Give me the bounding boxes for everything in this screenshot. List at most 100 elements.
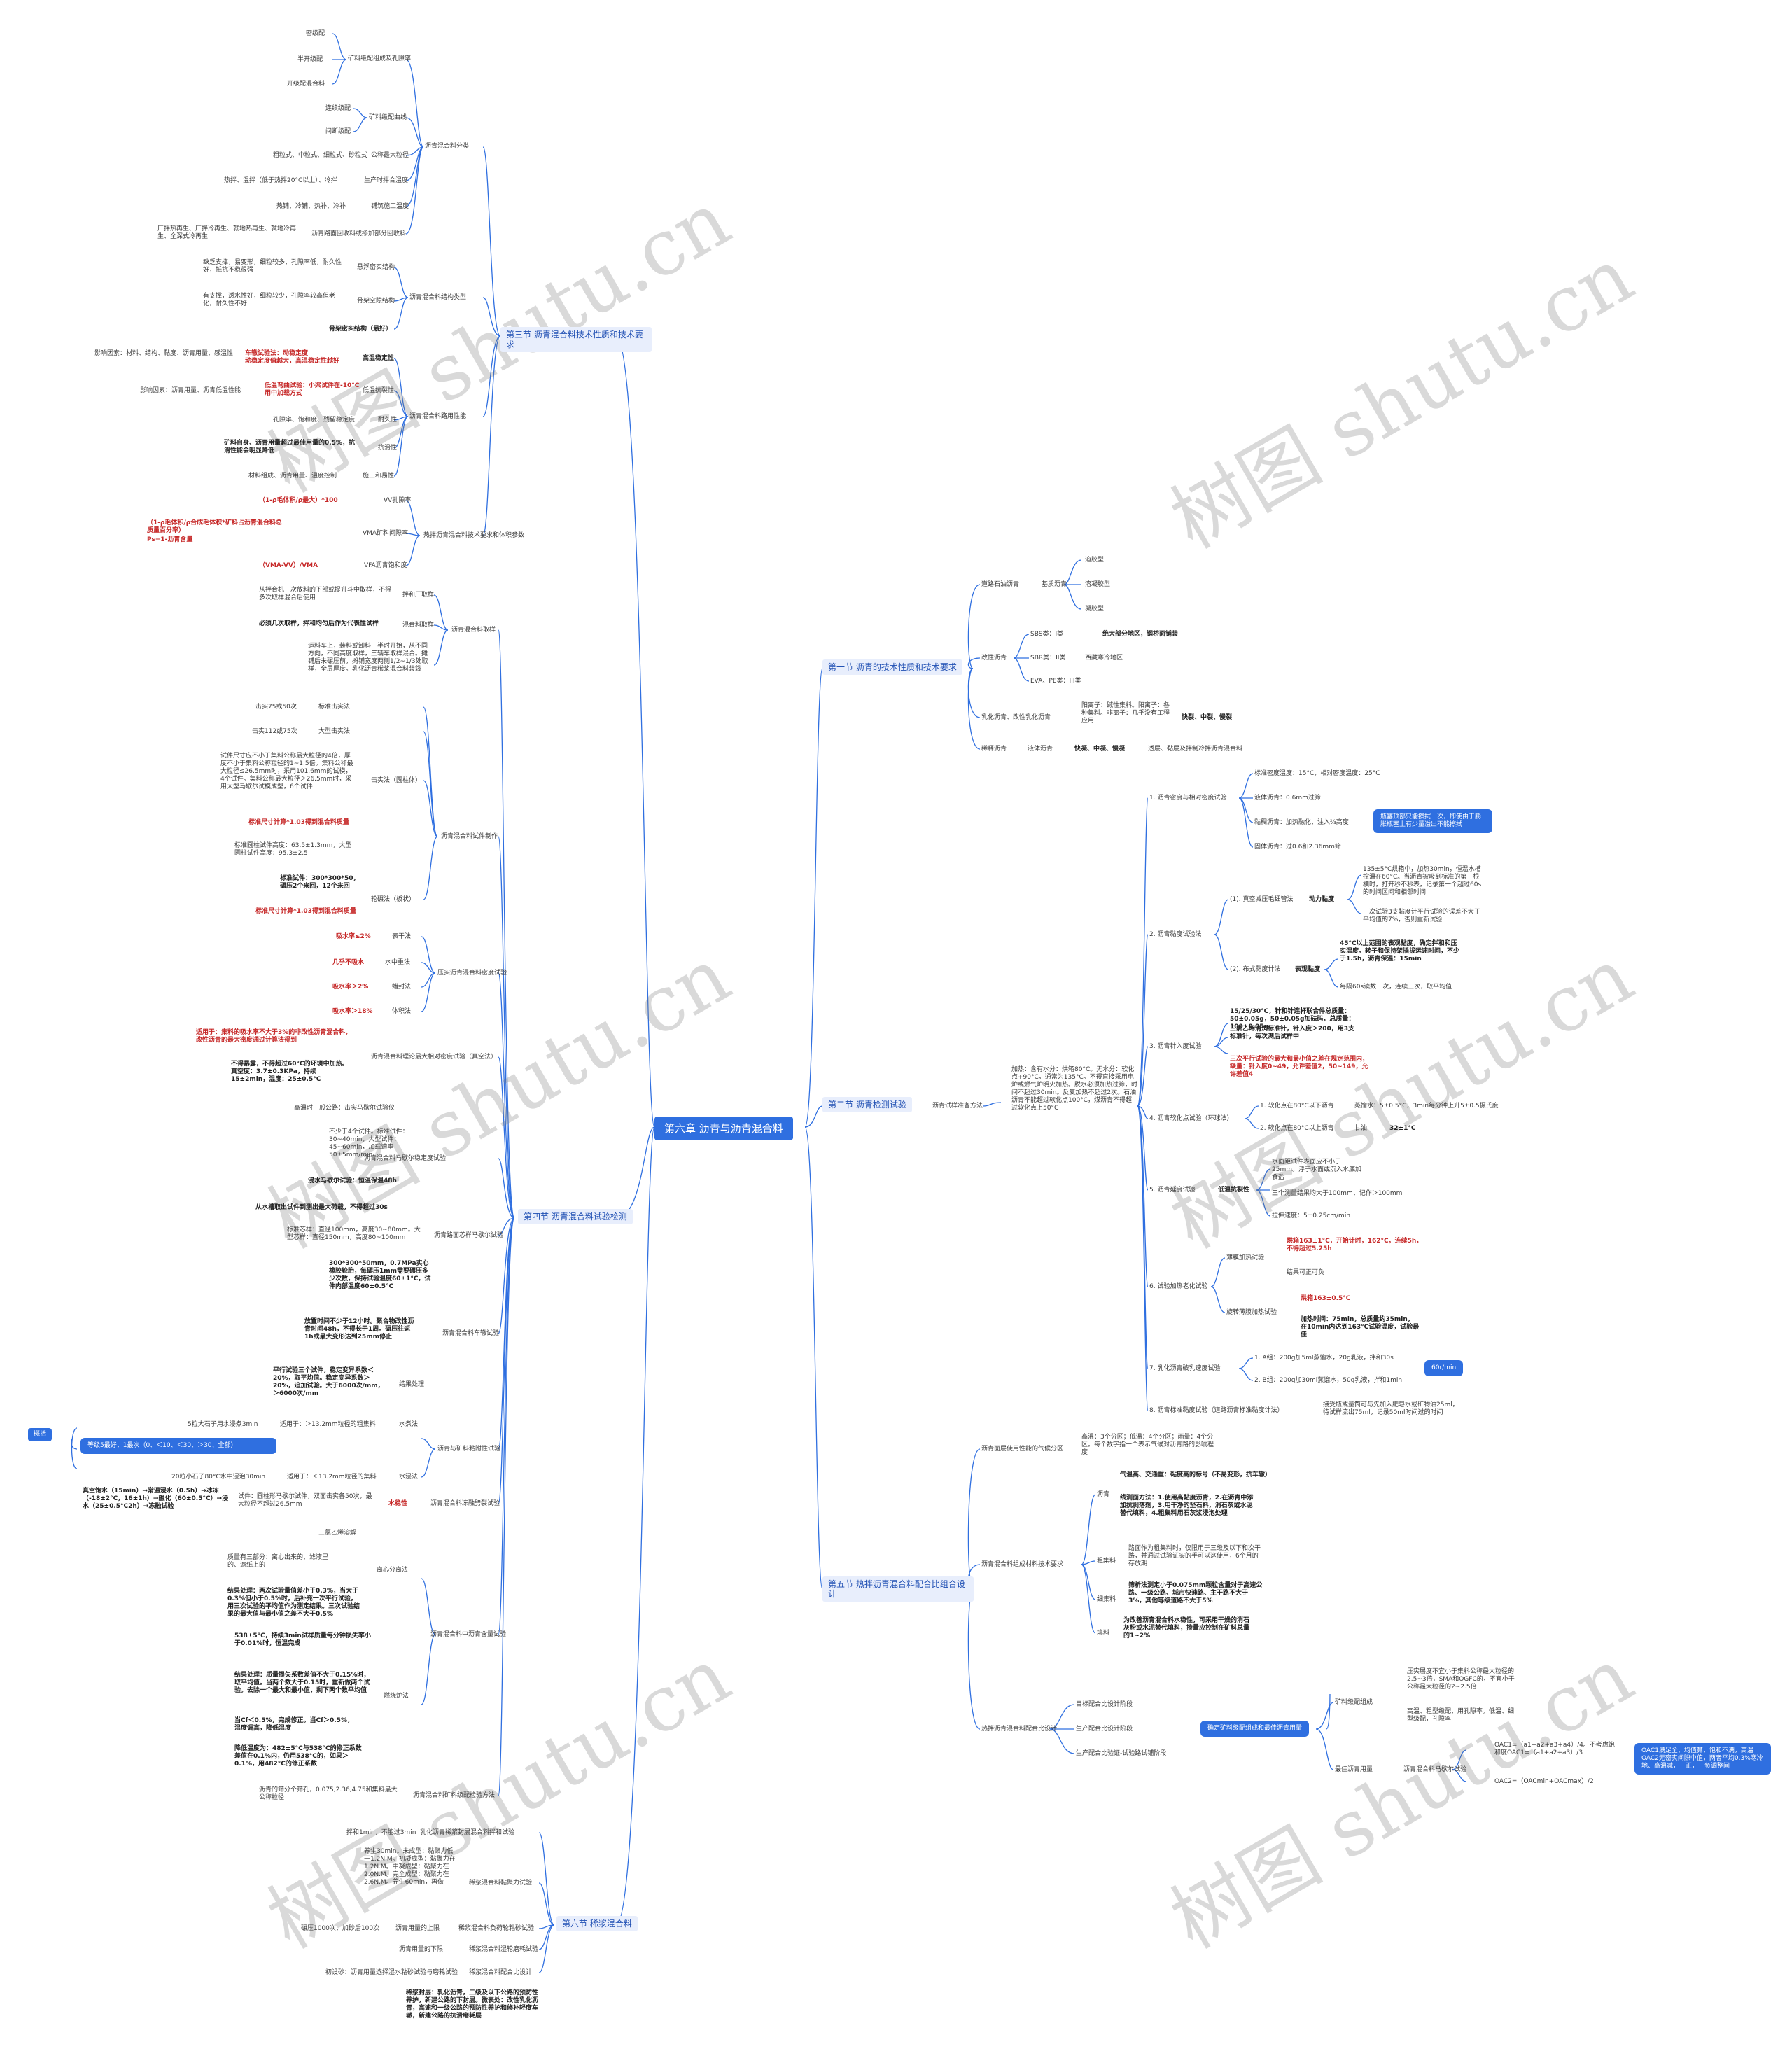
node-big[interactable]: 大型击实法 — [318, 728, 351, 735]
node-rut[interactable]: 沥青混合料车辙试验 — [442, 1330, 500, 1337]
node-prep[interactable]: 沥青试样准备方法 — [932, 1103, 983, 1110]
node-dry[interactable]: 表干法 — [392, 933, 412, 940]
node-comp[interactable]: 击实法（圆柱体） — [371, 777, 422, 784]
node-make[interactable]: 沥青混合料试件制作 — [441, 833, 498, 840]
section-2-title[interactable]: 第二节 沥青检测试验 — [822, 1097, 912, 1112]
node-vol[interactable]: 热拌沥青混合料技术要求和体积参数 — [424, 532, 525, 539]
node-road-asphalt[interactable]: 道路石油沥青 — [981, 581, 1020, 588]
node-bitu[interactable]: 沥青混合料矿料级配检验方法 — [413, 1792, 496, 1799]
node-dur[interactable]: 耐久性 — [378, 417, 398, 424]
node-emul[interactable]: 乳化沥青、改性乳化沥青 — [981, 714, 1051, 721]
node-extract[interactable]: 沥青混合料中沥青含量试验 — [430, 1631, 507, 1638]
node-d2b[interactable]: (2). 布式黏度计法 — [1230, 966, 1281, 973]
node-wat[interactable]: 水中重法 — [385, 959, 411, 966]
summary-node[interactable]: 等级5最好，1最次（0、＜10、＜30、＞30、全部） — [80, 1438, 276, 1454]
node-d6b[interactable]: 旋转薄膜加热试验 — [1226, 1309, 1278, 1316]
node-stab[interactable]: 沥青混合料冻融劈裂试验 — [430, 1500, 500, 1507]
summary-label[interactable]: 概括 — [28, 1428, 52, 1441]
node-filler[interactable]: 填料 — [1097, 1630, 1110, 1637]
node-open[interactable]: 开级配混合料 — [287, 81, 326, 88]
node-marshall[interactable]: 沥青混合料马歇尔稳定度试验 — [364, 1155, 447, 1162]
node-skel[interactable]: 骨架空隙结构 — [357, 298, 396, 305]
node-s6-b[interactable]: 稀浆混合料黏聚力试验 — [469, 1880, 533, 1887]
node-mat[interactable]: 沥青混合料组成材料技术要求 — [981, 1561, 1064, 1568]
node-opt-method[interactable]: 沥青混合料马歇尔试验 — [1404, 1766, 1467, 1773]
node-temp[interactable]: 生产时拌合温度 — [364, 177, 409, 184]
node-boil[interactable]: 水煮法 — [399, 1421, 419, 1428]
node-coarse[interactable]: 粗集料 — [1097, 1558, 1116, 1565]
node-recycle[interactable]: 沥青路面回收料或掺加部分回收料 — [312, 230, 407, 237]
node-d3[interactable]: 3. 沥青针入度试验 — [1149, 1043, 1202, 1050]
section-6-title[interactable]: 第六节 稀浆混合料 — [556, 1916, 638, 1931]
node-verify[interactable]: 生产配合比验证-试验路试铺阶段 — [1076, 1750, 1167, 1757]
node-road[interactable]: 沥青混合料路用性能 — [410, 413, 467, 420]
node-gap[interactable]: 间断级配 — [326, 128, 351, 135]
node-dil[interactable]: 稀释沥青 — [981, 746, 1007, 753]
node-core[interactable]: 沥青路面芯样马歇尔试验 — [434, 1232, 504, 1239]
node-core-design[interactable]: 确定矿料级配组成和最佳沥青用量 — [1200, 1721, 1310, 1737]
node-mix[interactable]: 热拌沥青混合料配合比设计 — [981, 1726, 1058, 1733]
section-4-title[interactable]: 第四节 沥青混合料试验检测 — [518, 1209, 633, 1224]
node-s6-c[interactable]: 稀浆混合料负荷轮粘砂试验 — [458, 1925, 535, 1932]
node-gel[interactable]: 凝胶型 — [1085, 606, 1105, 613]
node-wheel[interactable]: 轮碾法（板状） — [371, 896, 416, 903]
node-lt[interactable]: 低温抗裂性 — [363, 387, 395, 394]
node-burn[interactable]: 燃烧炉法 — [384, 1693, 410, 1700]
node-solgel[interactable]: 溶凝胶型 — [1085, 581, 1111, 588]
node-paving[interactable]: 铺筑施工温度 — [371, 203, 410, 210]
node-ht[interactable]: 高温稳定性 — [363, 355, 395, 362]
section-5-title[interactable]: 第五节 热拌沥青混合料配合比组合设计 — [822, 1576, 974, 1602]
node-grade[interactable]: 沥青面层使用性能的气候分区 — [981, 1446, 1064, 1453]
node-disch[interactable]: 拌和厂取样 — [402, 592, 435, 599]
node-prod[interactable]: 生产配合比设计阶段 — [1076, 1726, 1133, 1733]
node-asp[interactable]: 沥青 — [1097, 1491, 1110, 1498]
node-eva[interactable]: EVA、PE类：III类 — [1030, 678, 1082, 685]
node-vma[interactable]: VMA矿料间隙率 — [363, 530, 409, 537]
node-theo[interactable]: 沥青混合料理论最大相对密度试验（真空法） — [371, 1054, 498, 1061]
node-vfa[interactable]: VFA沥青饱和度 — [364, 562, 407, 569]
node-d4[interactable]: 4. 沥青软化点试验（环球法） — [1149, 1115, 1233, 1122]
node-fine[interactable]: 细集料 — [1097, 1596, 1116, 1603]
node-d6a[interactable]: 薄膜加热试验 — [1226, 1254, 1265, 1261]
node-soak[interactable]: 水浸法 — [399, 1474, 419, 1481]
node-curve[interactable]: 矿料级配曲线 — [369, 114, 407, 121]
node-vv[interactable]: VV孔隙率 — [384, 497, 412, 504]
node-d2a[interactable]: (1). 真空减压毛细管法 — [1230, 896, 1294, 903]
node-d4-b[interactable]: 2. 软化点在80°C以上沥青 — [1260, 1125, 1334, 1132]
node-d2[interactable]: 2. 沥青黏度试验法 — [1149, 931, 1202, 938]
node-d1[interactable]: 1. 沥青密度与相对密度试验 — [1149, 795, 1227, 802]
node-base[interactable]: 基质沥青 — [1042, 581, 1068, 588]
node-half[interactable]: 半开级配 — [298, 56, 323, 63]
node-d8[interactable]: 8. 沥青标准黏度试验（道路沥青标准黏度计法） — [1149, 1407, 1284, 1414]
section-3-title[interactable]: 第三节 沥青混合料技术性质和技术要求 — [500, 327, 652, 352]
node-d1-note[interactable]: 瓶塞顶部只能擦拭一次，即使由于膨胀瓶塞上有少量溢出不能擦拭 — [1373, 809, 1492, 833]
node-slip[interactable]: 抗滑性 — [378, 445, 398, 452]
node-cont[interactable]: 连续级配 — [326, 105, 351, 112]
node-s6-d[interactable]: 稀浆混合料湿轮磨耗试验 — [469, 1946, 539, 1953]
node-sample[interactable]: 沥青混合料取样 — [451, 627, 496, 634]
node-std[interactable]: 标准击实法 — [318, 704, 351, 711]
node-wax[interactable]: 蜡封法 — [392, 984, 412, 991]
section-1-title[interactable]: 第一节 沥青的技术性质和技术要求 — [822, 659, 962, 675]
node-cent[interactable]: 离心分离法 — [377, 1567, 409, 1574]
node-mod[interactable]: 改性沥青 — [981, 655, 1007, 662]
node-sbs[interactable]: SBS类：I类 — [1030, 631, 1064, 638]
node-tgt[interactable]: 目标配合比设计阶段 — [1076, 1701, 1133, 1708]
node-sol[interactable]: 溶胶型 — [1085, 557, 1105, 564]
node-grad[interactable]: 矿料级配组成 — [1335, 1699, 1373, 1706]
node-dense[interactable]: 密级配 — [306, 30, 326, 37]
node-dens[interactable]: 压实沥青混合料密度试验 — [438, 970, 507, 977]
node-sbr[interactable]: SBR类：II类 — [1030, 655, 1066, 662]
node-susp[interactable]: 悬浮密实结构 — [357, 264, 396, 271]
node-grading[interactable]: 矿料级配组成及孔隙率 — [348, 55, 412, 62]
node-nmax[interactable]: 公称最大粒径 — [371, 152, 410, 159]
node-opt[interactable]: 最佳沥青用量 — [1335, 1766, 1373, 1773]
node-volm[interactable]: 体积法 — [392, 1008, 412, 1015]
node-skeldense[interactable]: 骨架密实结构（最好） — [329, 326, 393, 333]
node-d5[interactable]: 5. 沥青延度试验 — [1149, 1187, 1196, 1194]
node-s6-a[interactable]: 乳化沥青稀浆封层混合料拌和试验 — [420, 1829, 515, 1836]
node-classify[interactable]: 沥青混合料分类 — [425, 143, 470, 150]
root-node[interactable]: 第六章 沥青与沥青混合料 — [654, 1117, 793, 1140]
node-work[interactable]: 施工和易性 — [363, 473, 395, 480]
node-d4-a[interactable]: 1. 软化点在80°C以下沥青 — [1260, 1103, 1334, 1110]
